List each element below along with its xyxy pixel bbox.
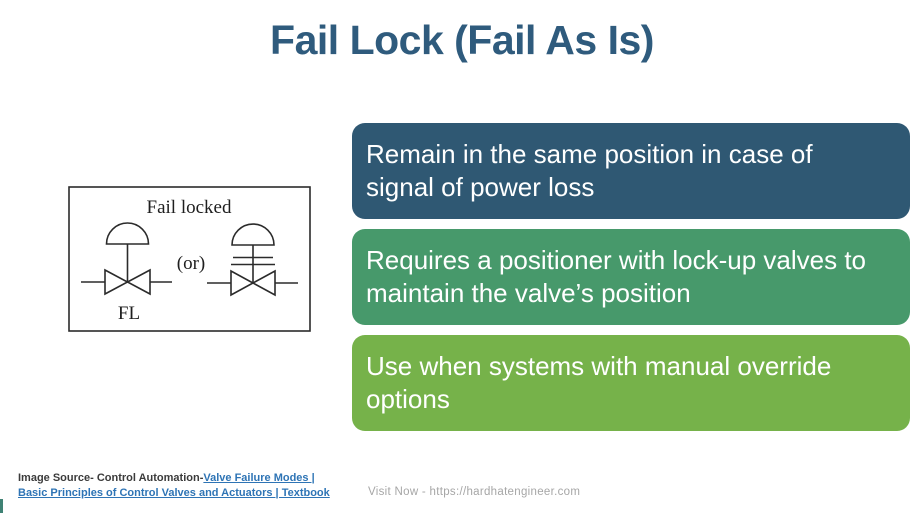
diagram-caption: Fail locked — [147, 197, 232, 218]
visit-now-caption: Visit Now - https://hardhatengineer.com — [368, 486, 581, 498]
or-label: (or) — [177, 253, 205, 274]
actuator-dome-left-icon — [105, 222, 150, 245]
valve-body-right-triangle — [251, 269, 276, 297]
actuator-dome-right-icon — [231, 223, 275, 246]
bullet-box-remain-position: Remain in the same position in case of s… — [352, 123, 910, 219]
valve-body-left-triangle — [104, 268, 130, 296]
valve-body-left-triangle — [230, 269, 255, 297]
bullet-text: Use when systems with manual override op… — [366, 351, 832, 414]
bullet-box-manual-override: Use when systems with manual override op… — [352, 335, 910, 431]
bullet-text: Remain in the same position in case of s… — [366, 139, 813, 202]
fl-label: FL — [118, 303, 140, 324]
edge-accent-mark — [0, 499, 3, 513]
bullet-text: Requires a positioner with lock-up valve… — [366, 245, 867, 308]
page-title: Fail Lock (Fail As Is) — [270, 17, 654, 63]
image-source-caption: Image Source- Control Automation-Valve F… — [18, 471, 330, 501]
valve-diagram: Fail locked FL (or) — [68, 186, 311, 332]
diagram-border — [68, 186, 311, 332]
image-source-link[interactable]: Valve Failure Modes | Basic Principles o… — [18, 472, 330, 499]
fail-locked-valve-diagram-icon: Fail locked FL (or) — [68, 186, 311, 332]
image-source-prefix: Image Source- Control Automation- — [18, 472, 204, 484]
bullet-box-requires-positioner: Requires a positioner with lock-up valve… — [352, 229, 910, 325]
valve-body-right-triangle — [125, 268, 151, 296]
